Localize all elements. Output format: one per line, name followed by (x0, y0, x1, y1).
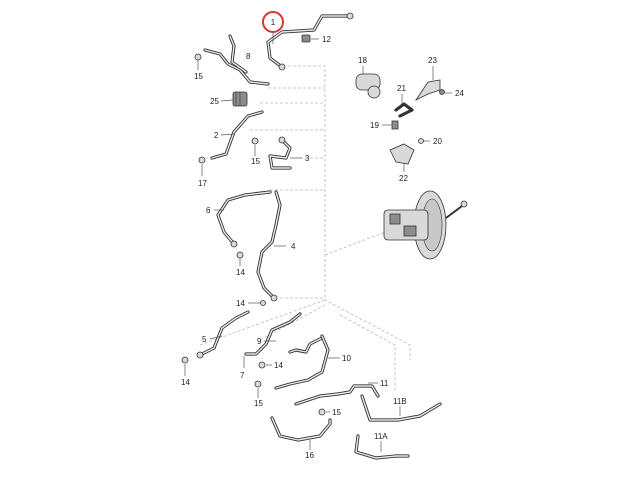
brake-line-part-2[interactable] (210, 110, 264, 160)
bracket-part-22[interactable] (389, 143, 415, 165)
label-14c: 14 (181, 378, 190, 387)
label-15b: 15 (251, 157, 260, 166)
brake-line-part-7[interactable] (244, 312, 302, 356)
label-19: 19 (370, 121, 379, 130)
bolt-part-19[interactable] (391, 120, 399, 130)
label-22: 22 (399, 174, 408, 183)
fitting-part-15-top[interactable] (194, 53, 202, 61)
label-7: 7 (240, 371, 245, 380)
label-12: 12 (322, 35, 331, 44)
screw-part-24[interactable] (439, 89, 445, 95)
label-11a: 11A (374, 432, 388, 441)
label-14b: 14 (236, 299, 245, 308)
nut-part-12[interactable] (301, 34, 311, 43)
label-24: 24 (455, 89, 464, 98)
brake-line-part-8[interactable] (203, 34, 270, 86)
label-2: 2 (214, 131, 219, 140)
leader-25 (220, 99, 234, 102)
label-14d: 14 (274, 361, 283, 370)
brake-line-part-11[interactable] (294, 384, 380, 406)
fitting-part-14-a[interactable] (236, 251, 244, 259)
label-23: 23 (428, 56, 437, 65)
brake-line-part-5[interactable] (196, 310, 250, 359)
fitting-part-14-b[interactable] (260, 300, 266, 306)
label-15d: 15 (332, 408, 341, 417)
label-20: 20 (433, 137, 442, 146)
leader-5 (209, 335, 223, 340)
brake-line-part-4[interactable] (256, 190, 282, 302)
label-16: 16 (305, 451, 314, 460)
fitting-part-17[interactable] (198, 156, 206, 164)
label-8: 8 (246, 52, 251, 61)
label-15c: 15 (254, 399, 263, 408)
label-15a: 15 (194, 72, 203, 81)
label-1: 1 (271, 18, 276, 27)
brake-line-part-10[interactable] (274, 334, 330, 390)
nut-part-20[interactable] (418, 138, 424, 144)
label-9: 9 (257, 337, 262, 346)
brake-line-part-1[interactable] (266, 12, 354, 71)
brake-line-part-9[interactable] (288, 336, 324, 354)
label-6: 6 (206, 206, 211, 215)
bracket-part-23[interactable] (414, 79, 441, 102)
label-14a: 14 (236, 268, 245, 277)
brake-line-part-6[interactable] (216, 190, 272, 248)
label-3: 3 (305, 154, 310, 163)
label-18: 18 (358, 56, 367, 65)
vacuum-pump-part-18[interactable] (355, 73, 381, 99)
assembly-guides (199, 65, 411, 390)
grommet-part-25[interactable] (232, 91, 248, 107)
label-10: 10 (342, 354, 351, 363)
brake-line-part-3[interactable] (268, 136, 292, 170)
fitting-part-15-mid[interactable] (251, 137, 259, 145)
label-11b: 11B (393, 397, 407, 406)
label-5: 5 (202, 335, 207, 344)
label-21: 21 (397, 84, 406, 93)
label-4: 4 (291, 242, 296, 251)
valve-part-21[interactable] (394, 102, 414, 118)
leader-2 (220, 133, 235, 136)
label-25: 25 (210, 97, 219, 106)
fitting-part-15-right[interactable] (318, 408, 326, 416)
brake-line-part-11b[interactable] (360, 394, 442, 422)
fitting-part-15-low[interactable] (254, 380, 262, 388)
brake-booster-assembly (383, 190, 468, 260)
brake-line-part-11a[interactable] (354, 434, 410, 460)
label-17: 17 (198, 179, 207, 188)
fitting-part-14-d[interactable] (258, 361, 266, 369)
brake-line-part-16[interactable] (270, 416, 332, 442)
label-11: 11 (380, 379, 389, 388)
fitting-part-14-c[interactable] (181, 356, 189, 364)
